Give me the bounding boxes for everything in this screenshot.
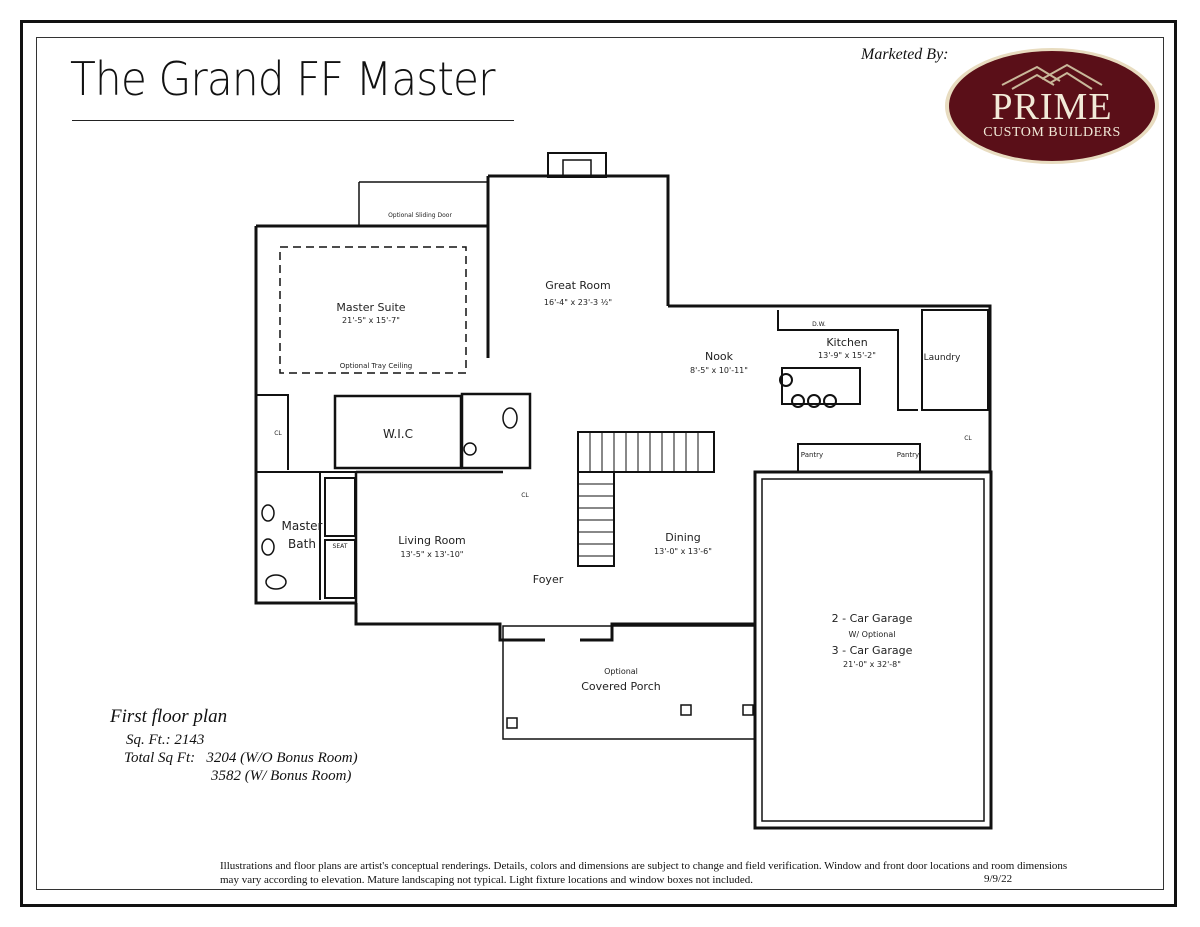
- garage-label-2: 3 - Car Garage: [832, 644, 913, 657]
- fireplace: [547, 152, 607, 178]
- kitchen-label: Kitchen: [826, 336, 867, 349]
- garage-dims: 21'-0" x 32'-8": [843, 660, 901, 669]
- nook-dims: 8'-5" x 10'-11": [690, 366, 748, 375]
- logo-name: PRIME: [991, 86, 1113, 128]
- pantry-label-2: Pantry: [897, 451, 919, 459]
- plan-date: 9/9/22: [984, 873, 1013, 885]
- bathtub: [324, 477, 356, 537]
- porch-note: Optional: [604, 667, 638, 676]
- seat-label: SEAT: [333, 543, 348, 550]
- tray-ceiling-outline: [279, 246, 467, 374]
- living-room-dims: 13'-5" x 13'-10": [401, 550, 464, 559]
- laundry-label: Laundry: [924, 353, 961, 363]
- great-room-dims: 16'-4" x 23'-3 ½": [544, 298, 612, 307]
- master-bath-label-1: Master: [282, 519, 323, 533]
- great-room-label: Great Room: [545, 279, 610, 292]
- dishwasher-label: D.W.: [812, 321, 826, 328]
- logo-subtitle: CUSTOM BUILDERS: [983, 125, 1121, 140]
- master-suite-label: Master Suite: [336, 301, 405, 314]
- garage-note: W/ Optional: [849, 630, 896, 639]
- inner-border: [36, 37, 1164, 890]
- porch-outline: [502, 625, 756, 740]
- dining-dims: 13'-0" x 13'-6": [654, 547, 712, 556]
- logo-oval: [945, 48, 1159, 164]
- living-room-label: Living Room: [398, 534, 466, 547]
- closet-label-2: CL: [521, 492, 529, 499]
- tray-ceiling-label: Optional Tray Ceiling: [340, 362, 413, 370]
- master-bath-label-2: Bath: [288, 537, 316, 551]
- sliding-door-label: Optional Sliding Door: [388, 212, 452, 219]
- kitchen-island: [781, 367, 861, 405]
- nook-label: Nook: [705, 350, 734, 363]
- dining-label: Dining: [665, 531, 701, 544]
- kitchen-dims: 13'-9" x 15'-2": [818, 351, 876, 360]
- closet-label-3: CL: [964, 435, 972, 442]
- total-sqft-line-2: 3582 (W/ Bonus Room): [211, 768, 352, 784]
- marketed-by-label: Marketed By:: [861, 46, 949, 63]
- stairs-lower: [577, 471, 615, 567]
- builder-logo: PRIME CUSTOM BUILDERS: [942, 45, 1162, 167]
- first-floor-heading: First floor plan: [110, 706, 228, 727]
- garage-label: 2 - Car Garage: [832, 612, 913, 625]
- sqft-line: Sq. Ft.: 2143: [126, 732, 205, 748]
- closet-label-1: CL: [274, 430, 282, 437]
- plan-title: The Grand FF Master: [70, 52, 496, 106]
- wic-label: W.I.C: [383, 427, 413, 441]
- disclaimer-text: Illustrations and floor plans are artist…: [220, 860, 1068, 886]
- foyer-label: Foyer: [533, 573, 564, 586]
- shower: [324, 539, 356, 599]
- porch-label: Covered Porch: [581, 680, 661, 693]
- page-border: [20, 20, 1177, 907]
- stairs-upper: [577, 431, 715, 473]
- house-roof-icon: [1001, 63, 1103, 90]
- total-sqft-line-1: Total Sq Ft: 3204 (W/O Bonus Room): [124, 750, 358, 766]
- pantry-label-1: Pantry: [801, 451, 823, 459]
- master-suite-dims: 21'-5" x 15'-7": [342, 316, 400, 325]
- title-underline: [72, 120, 514, 121]
